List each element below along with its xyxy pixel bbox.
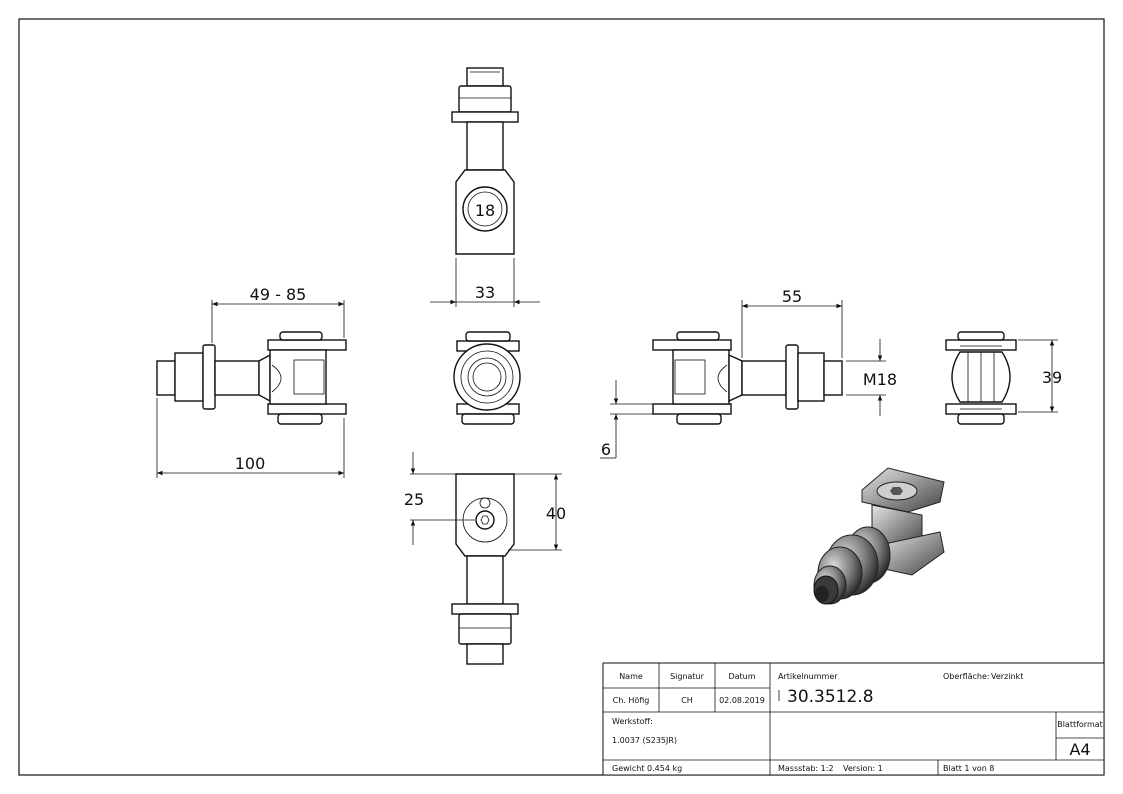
view-isometric (813, 467, 945, 605)
row-signature: CH (681, 696, 693, 705)
header-date: Datum (728, 672, 755, 681)
title-block: Name Signatur Datum Ch. Höfig CH 02.08.2… (602, 662, 1105, 776)
dim-bracket-height: 40 (546, 504, 566, 523)
dim-overall-length: 100 (235, 454, 266, 473)
material-label: Werkstoff: (612, 717, 653, 726)
weight: Gewicht 0.454 kg (612, 764, 682, 773)
surface-value: Verzinkt (991, 672, 1023, 681)
header-signature: Signatur (670, 672, 705, 681)
stamp-circle (462, 186, 508, 232)
stamp-number: 18 (475, 201, 495, 220)
article-number: 30.3512.8 (787, 687, 874, 707)
format-label: Blattformat (1057, 720, 1103, 729)
format-value: A4 (1069, 740, 1090, 759)
sheet-number: Blatt 1 von 8 (943, 764, 994, 773)
row-date: 02.08.2019 (719, 696, 765, 705)
view-front (453, 331, 521, 425)
dim-hole-offset: 25 (404, 490, 424, 509)
view-left: 49 - 85 100 (156, 285, 347, 478)
view-right: 55 M18 6 (600, 287, 897, 459)
view-top: 18 33 (430, 67, 540, 307)
dim-adjust-range: 49 - 85 (250, 285, 307, 304)
surface-label: Oberfläche: (943, 672, 990, 681)
row-name: Ch. Höfig (613, 696, 650, 705)
dim-thread-length: 55 (782, 287, 802, 306)
version: Version: 1 (843, 764, 883, 773)
dim-height-right: 39 (1042, 368, 1062, 387)
header-name: Name (619, 672, 643, 681)
drawing-frame (18, 18, 1105, 776)
material-value: 1.0037 (S235JR) (612, 736, 677, 745)
dim-plate-thickness: 6 (601, 440, 611, 459)
view-bottom: 25 40 (404, 452, 566, 665)
scale: Massstab: 1:2 (778, 764, 834, 773)
article-label: Artikelnummer (778, 672, 838, 681)
dim-thread-size: M18 (863, 370, 897, 389)
view-end: 39 (945, 331, 1062, 425)
dim-width-top: 33 (475, 283, 495, 302)
